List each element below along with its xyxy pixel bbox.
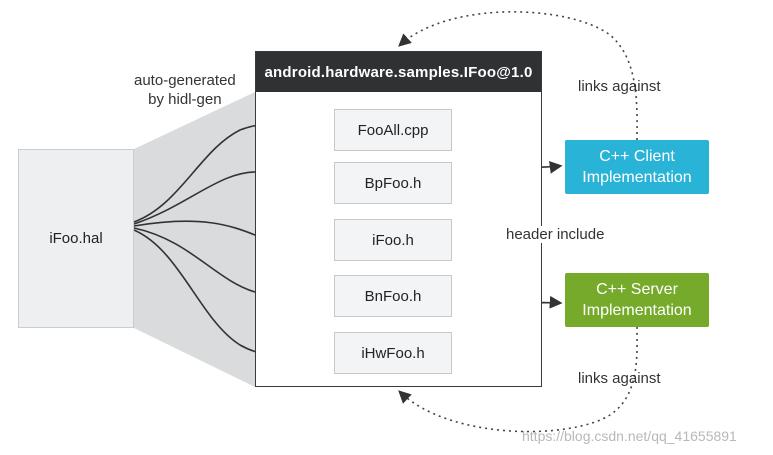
generation-wedge — [134, 92, 255, 387]
file-bnfoo: BnFoo.h — [334, 275, 452, 317]
file-ifoo-label: iFoo.h — [372, 231, 414, 249]
server-line1: C++ Server — [596, 281, 678, 298]
watermark: https://blog.csdn.net/qq_41655891 — [522, 428, 737, 444]
file-fooall: FooAll.cpp — [334, 109, 452, 151]
client-line2: Implementation — [582, 169, 692, 186]
links-against-top: links against — [578, 78, 661, 95]
ifoo-hal-box: iFoo.hal — [18, 149, 134, 328]
autogen-note: auto-generated by hidl-gen — [134, 71, 236, 109]
cpp-server-box: C++ Server Implementation — [565, 273, 709, 327]
file-bpfoo: BpFoo.h — [334, 162, 452, 204]
client-line1: C++ Client — [599, 148, 675, 165]
autogen-line2: by hidl-gen — [148, 91, 222, 108]
autogen-line1: auto-generated — [134, 72, 236, 89]
file-bpfoo-label: BpFoo.h — [364, 174, 422, 192]
client-links-arc — [398, 11, 638, 141]
file-ihwfoo: iHwFoo.h — [334, 332, 452, 374]
header-include-label: header include — [504, 226, 607, 243]
file-ifoo: iFoo.h — [334, 219, 452, 261]
links-against-bottom: links against — [578, 370, 661, 387]
server-line2: Implementation — [582, 302, 692, 319]
server-links-arc — [398, 326, 638, 433]
ifoo-hal-label: iFoo.hal — [49, 230, 103, 247]
package-title: android.hardware.samples.IFoo@1.0 — [256, 52, 541, 92]
file-bnfoo-label: BnFoo.h — [364, 287, 422, 305]
cpp-client-box: C++ Client Implementation — [565, 140, 709, 194]
file-fooall-label: FooAll.cpp — [357, 121, 429, 139]
file-ihwfoo-label: iHwFoo.h — [361, 344, 425, 362]
